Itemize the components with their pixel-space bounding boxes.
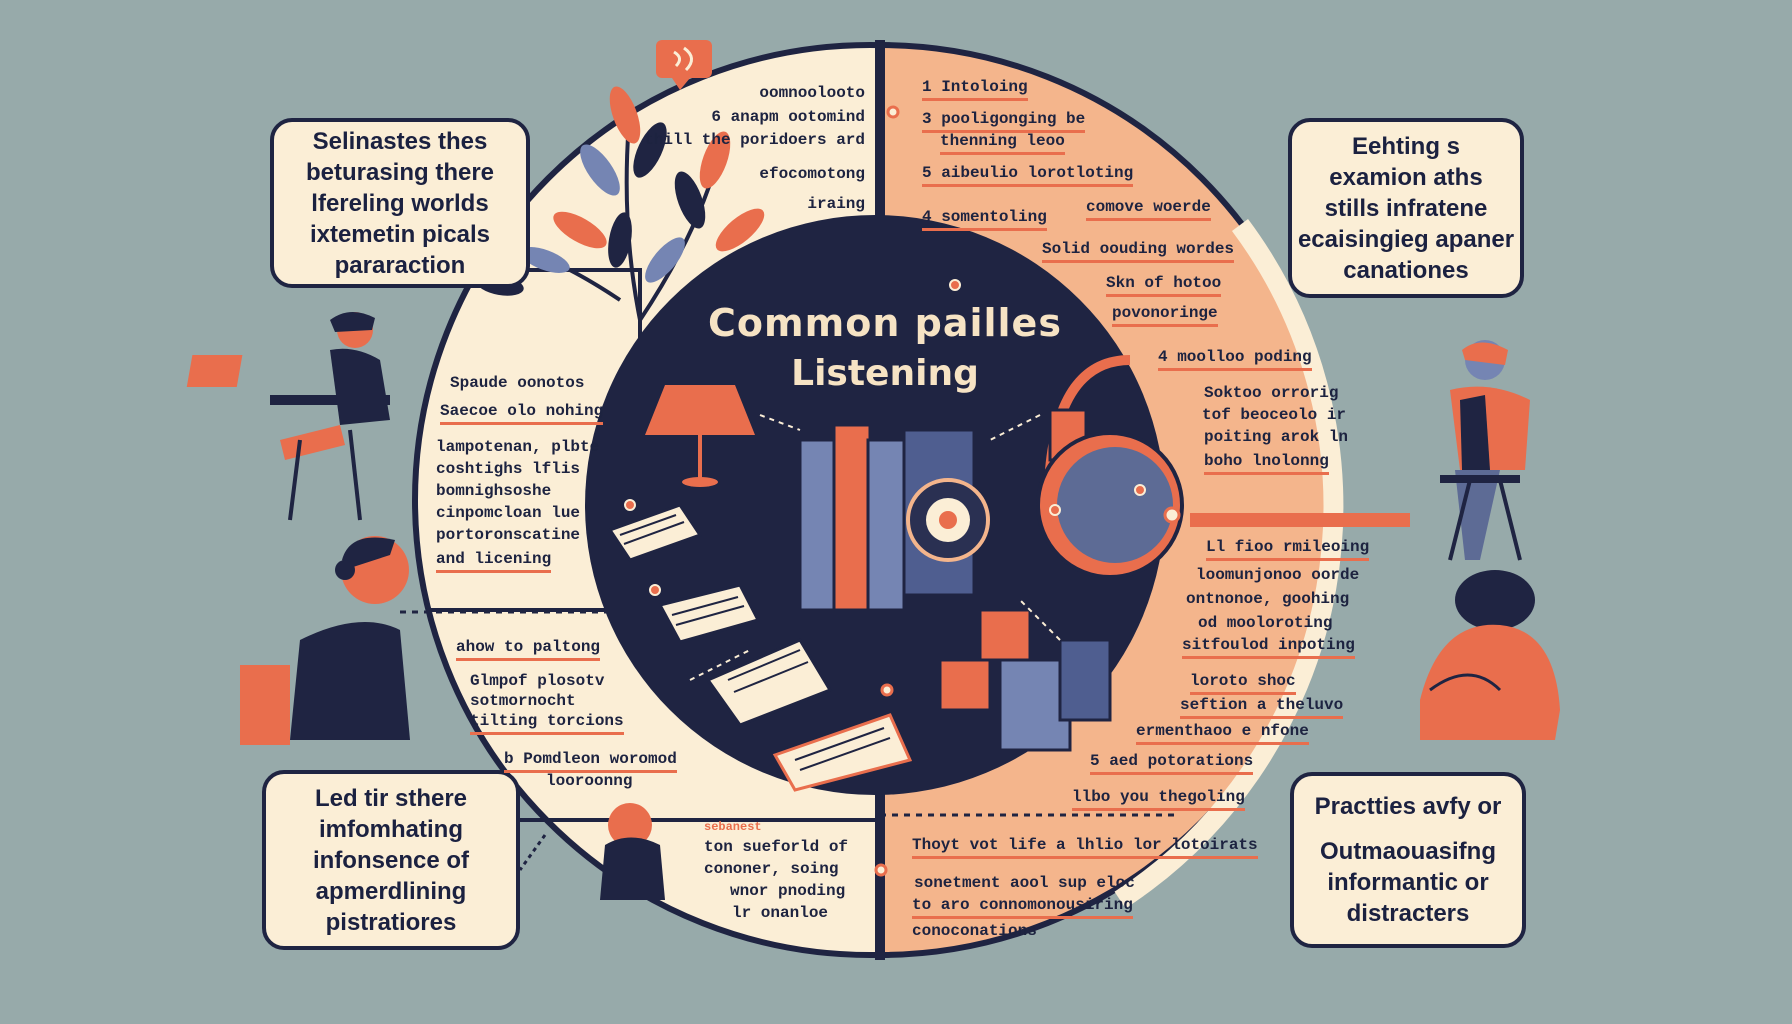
bubble-top-right: Eehting s examion aths stills infratene … [1288, 118, 1524, 298]
text-left-low-3: sotmornocht [470, 692, 576, 710]
bubble-line: Practties avfy or [1314, 793, 1502, 820]
speech-bubble-icon [656, 40, 712, 90]
bubble-line: examion aths [1329, 163, 1483, 191]
bubble-line: Selinastes thes [312, 127, 488, 155]
bubble-line: Outmaouasifng [1319, 838, 1496, 865]
text-bottom-mid-1: sebanest [704, 820, 762, 834]
bubble-line: infonsence of [312, 846, 469, 874]
text-right-low-8: ermenthaoo e nfone [1136, 722, 1309, 745]
lamp-icon [645, 385, 755, 487]
orange-bar [1190, 513, 1410, 527]
text-right-low-2: loomunjonoo oorde [1196, 566, 1360, 584]
headphones-icon [1036, 355, 1184, 579]
text-right-top-4: 5 aibeulio lorotloting [922, 164, 1134, 187]
bubble-line: informantic or [1327, 869, 1489, 896]
bubble-line: ixtemetin picals [309, 220, 491, 248]
bubble-line: beturasing there [305, 158, 495, 186]
text-left-mid-3: lampotenan, plbte [436, 438, 600, 456]
text-left-low-2: Glmpof plosotv [470, 672, 605, 690]
text-right-low-7: seftion a theluvo [1180, 696, 1344, 719]
text-right-mid-1: Soktoo orrorig [1204, 384, 1339, 402]
text-right-low-1: Ll fioo rmileoing [1206, 538, 1370, 561]
text-left-low-4: tilting torcions [470, 712, 624, 735]
person-listening-icon [518, 803, 665, 900]
text-right-low-5: sitfoulod inpoting [1182, 636, 1355, 659]
bubble-line: distracters [1346, 900, 1470, 927]
bubble-line: imfomhating [318, 815, 463, 843]
text-right-top-6: comove woerde [1086, 198, 1211, 221]
text-bottom-mid-5: lr onanloe [732, 904, 829, 922]
books-icon [798, 423, 990, 612]
text-bottom-mid-2: ton sueforld of [704, 838, 849, 856]
text-right-low-6: loroto shoc [1190, 672, 1296, 695]
boxes-icon [938, 608, 1112, 752]
bubble-bottom-right: Practties avfy or Outmaouasifng informan… [1290, 772, 1526, 948]
bubble-line: pararaction [334, 251, 466, 279]
text-top-left-3: thill the poridoers ard [644, 131, 865, 149]
text-left-mid-4: coshtighs lflis [436, 460, 581, 478]
text-right-low-10: llbo you thegoling [1072, 788, 1245, 811]
text-bottom-right-3: to aro connomonousiring [912, 896, 1133, 919]
text-right-top-9: povonoringe [1112, 304, 1218, 327]
text-bottom-right-1: Thoyt vot life a lhlio lor lotoirats [912, 836, 1258, 859]
person-seated-icon [1440, 340, 1530, 561]
person-headphones-icon [240, 536, 410, 745]
text-bottom-mid-4: wnor pnoding [730, 882, 846, 900]
text-bottom-mid-3: cononer, soing [704, 860, 839, 878]
text-right-top-5: 4 somentoling [922, 208, 1047, 231]
papers-icon [607, 503, 913, 792]
text-top-left-1: oomnoolooto [759, 84, 865, 102]
text-right-top-1: 1 Intoloing [922, 78, 1028, 101]
text-right-mid-4: boho lnolonng [1204, 452, 1329, 475]
person-back-icon [1420, 570, 1560, 740]
text-top-left-4: efocomotong [759, 165, 865, 183]
bubble-top-left: Selinastes thes beturasing there lfereli… [270, 118, 530, 288]
bubble-line: ecaisingieg apaner [1297, 225, 1515, 253]
text-right-top-8: Skn of hotoo [1106, 274, 1222, 297]
text-right-top-3: thenning leoo [940, 132, 1065, 155]
text-right-low-3: ontnonoe, goohing [1186, 590, 1350, 608]
bubble-line: Eehting s [1351, 132, 1460, 160]
outer-ring-arc [1114, 219, 1344, 909]
text-right-top-2: 3 pooligonging be [922, 110, 1086, 133]
bubble-bottom-left: Led tir sthere imfomhating infonsence of… [262, 770, 520, 950]
text-bottom-right-4: conoconations [912, 922, 1037, 940]
bubble-line: pistratiores [325, 908, 457, 936]
bubble-line: stills infratene [1324, 194, 1488, 222]
text-left-low-5: b Pomdleon woromod [504, 750, 677, 773]
text-right-top-7: Solid oouding wordes [1042, 240, 1235, 263]
bubble-line: canationes [1343, 256, 1469, 284]
text-right-mid-3: poiting arok ln [1204, 428, 1349, 446]
text-right-low-9: 5 aed potorations [1090, 752, 1254, 775]
text-left-mid-2: Saecoe olo nohing [440, 402, 604, 425]
bubble-line: lfereling worlds [311, 189, 489, 217]
text-bottom-right-2: sonetment aool sup eloc [914, 874, 1135, 892]
text-right-low-4: od mooloroting [1198, 614, 1333, 632]
text-left-mid-8: and licening [436, 550, 552, 573]
text-right-top-10: 4 moolloo poding [1158, 348, 1312, 371]
text-left-mid-1: Spaude oonotos [450, 374, 585, 392]
text-left-mid-5: bomnighsoshe [436, 482, 552, 500]
text-left-mid-7: portoronscatine [436, 526, 581, 544]
text-top-left-5: iraing [807, 195, 865, 213]
person-laptop-icon [186, 311, 390, 521]
text-left-mid-6: cinpomcloan lue [436, 504, 581, 522]
bubble-line: apmerdlining [315, 877, 467, 905]
bubble-line: Led tir sthere [314, 784, 468, 812]
text-right-mid-2: tof beoceolo ir [1202, 406, 1347, 424]
text-left-low-6: looroonng [546, 772, 633, 790]
text-left-low-1: ahow to paltong [456, 638, 601, 661]
text-top-left-2: 6 anapm ootomind [711, 108, 865, 126]
